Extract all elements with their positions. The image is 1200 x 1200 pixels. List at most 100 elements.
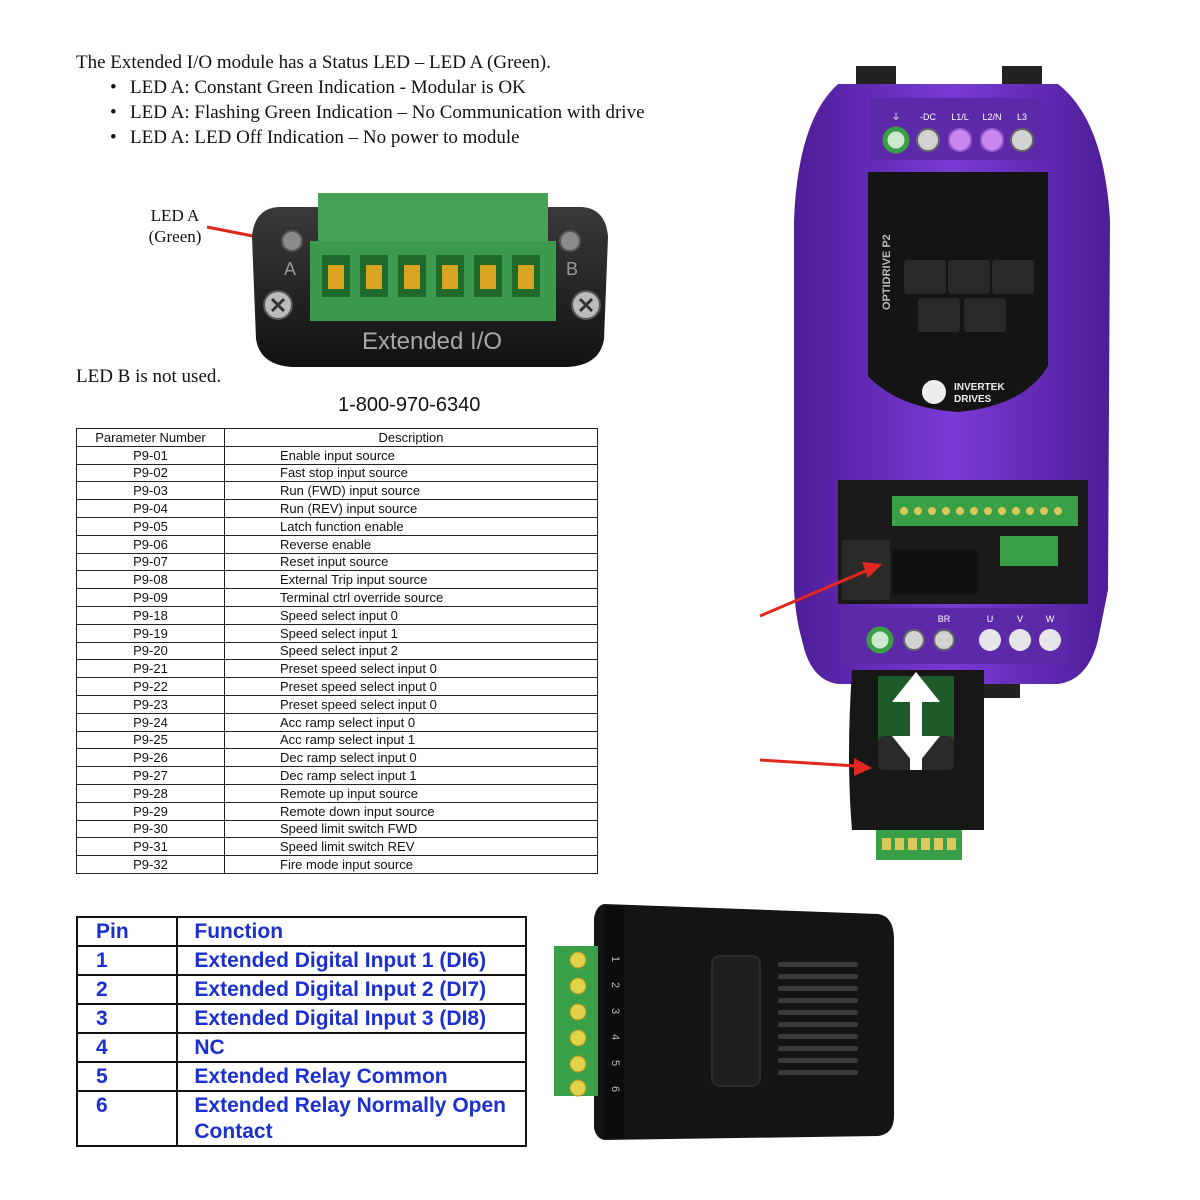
terminal-label: L3	[1017, 112, 1027, 122]
parameter-number: P9-04	[76, 499, 225, 518]
column-header: Description	[224, 428, 598, 447]
parameter-number: P9-28	[76, 783, 225, 803]
phone-number: 1-800-970-6340	[338, 394, 481, 416]
terminal-l2	[980, 128, 1004, 152]
pin-number-label: 1	[609, 956, 621, 962]
parameter-number: P9-30	[76, 819, 225, 839]
parameter-number: P9-20	[76, 641, 225, 661]
parameter-number: P9-22	[76, 677, 225, 696]
terminal-br	[933, 629, 955, 651]
terminal-v	[1009, 629, 1031, 651]
parameter-description: Preset speed select input 0	[224, 694, 598, 714]
parameter-description: Fast stop input source	[224, 463, 598, 483]
pin-function: Extended Relay Common	[176, 1061, 527, 1092]
table-header-row: Parameter Number Description	[76, 428, 598, 447]
parameter-description: Speed limit switch REV	[224, 837, 598, 857]
parameter-description: Speed select input 2	[224, 641, 598, 661]
parameter-description: Remote up input source	[224, 783, 598, 803]
terminal-u	[979, 629, 1001, 651]
column-header: Parameter Number	[76, 428, 225, 447]
parameter-number: P9-21	[76, 659, 225, 679]
terminal-label: BR	[938, 614, 951, 624]
terminal-label: L1/L	[951, 112, 969, 122]
parameter-number: P9-32	[76, 855, 225, 874]
led-status-list: LED A: Constant Green Indication - Modul…	[110, 75, 716, 150]
led-b-note: LED B is not used.	[76, 366, 222, 387]
control-terminal-pins	[900, 507, 1062, 515]
terminal-l3	[1010, 128, 1034, 152]
pin-number-label: 2	[609, 982, 621, 988]
extended-io-connector-image: 1 2 3 4 5 6	[554, 904, 894, 1140]
terminal-label: W	[1046, 614, 1055, 624]
parameter-description: Remote down input source	[224, 801, 598, 821]
parameter-number: P9-09	[76, 588, 225, 607]
led-status-description: The Extended I/O module has a Status LED…	[76, 50, 716, 150]
keypad-brand-icon	[922, 380, 946, 404]
brand-line-1: INVERTEK	[954, 382, 1005, 393]
terminal-l1	[948, 128, 972, 152]
parameter-number: P9-24	[76, 712, 225, 732]
module-letter-a: A	[284, 259, 296, 279]
pin-number-label: 3	[609, 1008, 621, 1014]
pin-number-label: 6	[609, 1086, 621, 1092]
pin-number: 2	[75, 974, 179, 1005]
parameter-description: Speed select input 0	[224, 605, 598, 625]
column-header: Function	[176, 916, 527, 947]
pin-function: Extended Digital Input 1 (DI6)	[176, 945, 527, 976]
parameter-number: P9-26	[76, 748, 225, 768]
pin-number: 1	[75, 945, 179, 976]
connector-screws	[569, 951, 587, 1097]
parameter-number: P9-23	[76, 694, 225, 714]
pin-number-label: 4	[609, 1034, 621, 1040]
parameter-number: P9-01	[76, 445, 225, 465]
parameter-description: Dec ramp select input 1	[224, 766, 598, 785]
ventilation-slots	[778, 962, 858, 1075]
parameter-number: P9-03	[76, 481, 225, 501]
extended-io-module-image: A B Extended I/O	[252, 193, 608, 367]
pin-number: 5	[75, 1061, 179, 1092]
pin-function: Extended Relay Normally Open Contact	[176, 1090, 527, 1147]
terminal-label: U	[987, 614, 994, 624]
parameter-number: P9-05	[76, 516, 225, 536]
parameter-description: Run (REV) input source	[224, 499, 598, 518]
pin-function: Extended Digital Input 2 (DI7)	[176, 974, 527, 1005]
parameter-description: Preset speed select input 0	[224, 659, 598, 679]
terminal-sockets	[322, 255, 540, 297]
parameter-description: Fire mode input source	[224, 855, 598, 874]
parameter-description: Reset input source	[224, 552, 598, 572]
terminal-label: -DC	[920, 112, 936, 122]
module-letter-b: B	[566, 259, 578, 279]
red-pointer-arrow	[759, 562, 882, 618]
parameter-description: Terminal ctrl override source	[224, 588, 598, 607]
parameter-number: P9-02	[76, 463, 225, 483]
terminal-label: L2/N	[982, 112, 1001, 122]
earth-terminal-top	[882, 126, 910, 154]
svg-text:⏚: ⏚	[891, 112, 900, 122]
led-status-item: LED A: LED Off Indication – No power to …	[110, 125, 716, 150]
earth-terminal-bottom	[866, 626, 894, 654]
parameter-description: Run (FWD) input source	[224, 481, 598, 501]
terminal-label: V	[1017, 614, 1023, 624]
parameter-description: Preset speed select input 0	[224, 677, 598, 696]
parameter-description: Speed limit switch FWD	[224, 819, 598, 839]
parameter-number: P9-19	[76, 623, 225, 643]
